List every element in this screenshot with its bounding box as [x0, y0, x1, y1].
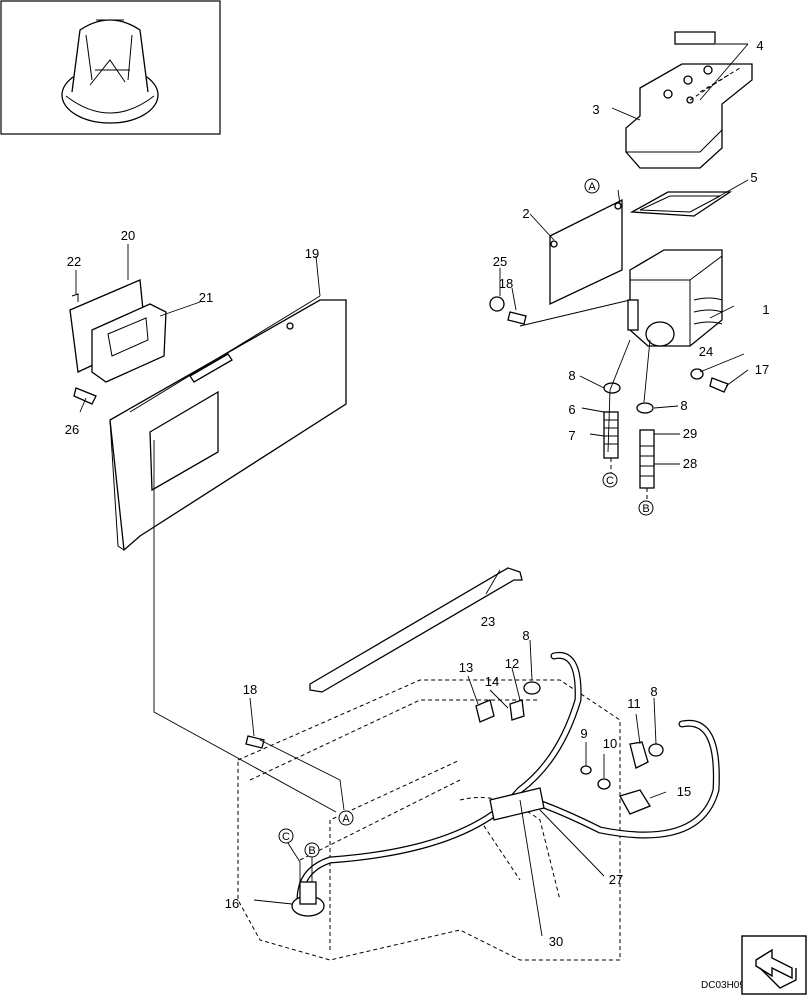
ref-letter: C — [606, 475, 614, 487]
callout-21: 21 — [199, 290, 213, 305]
callout-14: 14 — [485, 674, 499, 689]
callout-8: 8 — [522, 628, 529, 643]
screw-part — [507, 311, 527, 325]
callout-6: 6 — [568, 402, 575, 417]
ref-letter: A — [588, 181, 596, 193]
grommet-part — [489, 296, 505, 312]
engine-outline — [237, 679, 621, 961]
side-panel-part — [109, 295, 347, 552]
ref-letter: B — [642, 503, 649, 515]
callout-8: 8 — [650, 684, 657, 699]
screw-part — [73, 387, 97, 405]
callout-9: 9 — [580, 726, 587, 741]
locator-inset — [0, 0, 221, 135]
ref-marker-C: C — [278, 828, 294, 844]
callout-10: 10 — [603, 736, 617, 751]
ref-marker-B: B — [304, 842, 320, 858]
hose-clamp — [636, 402, 654, 414]
callout-8: 8 — [568, 368, 575, 383]
next-page-arrow-icon[interactable] — [741, 935, 807, 995]
cover-part — [625, 31, 753, 169]
ref-marker-B: B — [638, 500, 654, 516]
callout-23: 23 — [481, 614, 495, 629]
callout-4: 4 — [756, 38, 763, 53]
bolt-part — [709, 377, 729, 393]
callout-2: 2 — [522, 206, 529, 221]
callout-15: 15 — [677, 784, 691, 799]
callout-19: 19 — [305, 246, 319, 261]
callout-8: 8 — [680, 398, 687, 413]
callout-11: 11 — [627, 696, 641, 711]
machine-locator-icon — [61, 19, 159, 124]
reference-markers: A A B B C C — [278, 178, 654, 858]
ref-marker-C: C — [602, 472, 618, 488]
gasket-part — [629, 191, 733, 217]
ref-letter: A — [342, 813, 350, 825]
callout-30: 30 — [549, 934, 563, 949]
callout-18: 18 — [243, 682, 257, 697]
lower-hose-assembly — [291, 651, 720, 917]
callout-26: 26 — [65, 422, 79, 437]
callout-13: 13 — [459, 660, 473, 675]
callout-labels: 1234567888891011121314151617181819202122… — [65, 38, 770, 949]
reference-line — [153, 440, 337, 813]
drawing-code: DC03H096 — [701, 980, 751, 991]
access-cover-part — [69, 279, 167, 383]
heater-unit-part — [627, 249, 723, 347]
callout-24: 24 — [699, 344, 713, 359]
callout-17: 17 — [755, 362, 769, 377]
callout-22: 22 — [67, 254, 81, 269]
callout-18: 18 — [499, 276, 513, 291]
callout-20: 20 — [121, 228, 135, 243]
ref-letter: B — [308, 845, 315, 857]
screw-part — [245, 735, 265, 749]
washer-part — [690, 368, 704, 380]
callout-29: 29 — [683, 426, 697, 441]
bracket-plate-part — [549, 198, 623, 306]
callout-25: 25 — [493, 254, 507, 269]
ref-marker-A: A — [338, 810, 354, 826]
hose-left — [603, 411, 619, 474]
rod-part — [309, 567, 523, 693]
callout-5: 5 — [750, 170, 757, 185]
callout-27: 27 — [609, 872, 623, 887]
callout-7: 7 — [568, 428, 575, 443]
callout-28: 28 — [683, 456, 697, 471]
callout-16: 16 — [225, 896, 239, 911]
ref-letter: C — [282, 831, 290, 843]
ref-marker-A: A — [584, 178, 600, 194]
callout-3: 3 — [592, 102, 599, 117]
callout-12: 12 — [505, 656, 519, 671]
hose-right — [639, 429, 655, 500]
callout-1: 1 — [762, 302, 769, 317]
leader-lines — [75, 43, 749, 937]
